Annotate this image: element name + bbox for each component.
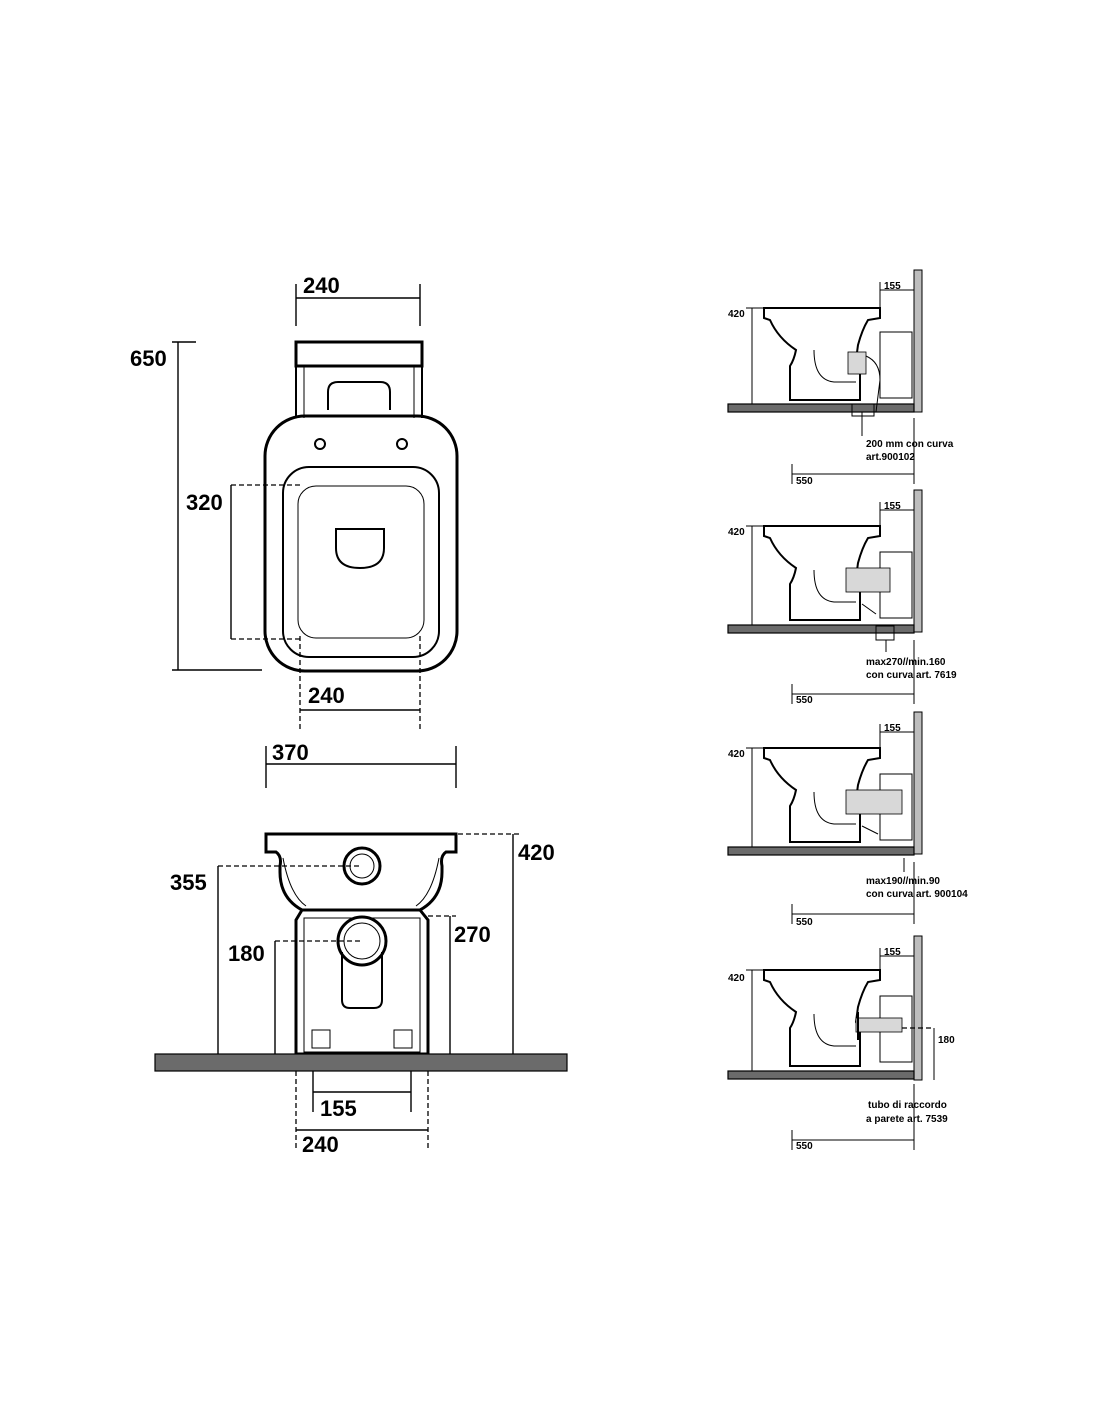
dim-seat-length: 320 <box>186 490 223 515</box>
front-floor <box>154 1053 568 1072</box>
tank-outline <box>294 340 424 368</box>
dim-front-height: 420 <box>518 840 555 865</box>
seat-inner <box>297 485 425 639</box>
drain-hole <box>335 528 385 570</box>
dimension-label: 550 <box>796 695 813 706</box>
dimension-label: 155 <box>884 947 901 958</box>
side-view-3: 420 155 max190//min.90 con curva art. 90… <box>727 711 968 928</box>
dimension-label: 155 <box>884 723 901 734</box>
dimension-label: art.900102 <box>866 452 915 463</box>
dimension-label: 420 <box>728 527 745 538</box>
front-bowl <box>264 832 458 912</box>
dimension-label: 200 mm con curva <box>866 439 954 450</box>
dimension-label: con curva art. 7619 <box>866 670 957 681</box>
dim-base-outer: 240 <box>302 1132 339 1157</box>
dimension-label: 180 <box>938 1035 955 1046</box>
dimension-label: con curva art. 900104 <box>866 889 968 900</box>
seat-outline <box>282 466 440 658</box>
dimension-label: 420 <box>728 749 745 760</box>
dimension-label: max270//min.160 <box>866 657 946 668</box>
dimension-label: 550 <box>796 1141 813 1152</box>
bowl-outline <box>263 414 459 673</box>
dimension-label: 420 <box>728 309 745 320</box>
dimension-label: 420 <box>728 973 745 984</box>
side-view-2: 420 155 max270//min.160 con curva art. 7… <box>727 489 957 706</box>
dimension-label: tubo di raccordo <box>868 1100 947 1111</box>
dim-front-width: 370 <box>272 740 309 765</box>
dim-pedestal-height: 270 <box>454 922 491 947</box>
side-view-4: 180 420 155 tubo di raccordo a parete ar… <box>727 935 955 1152</box>
upper-outlet <box>342 846 382 886</box>
lower-outlet <box>336 915 388 967</box>
dim-bottom-width: 240 <box>308 683 345 708</box>
side-view-1: 420 155 200 mm con curva art.900102 550 <box>727 269 954 487</box>
dim-lower-outlet-height: 180 <box>228 941 265 966</box>
dimension-label: 155 <box>884 281 901 292</box>
dimension-label: 550 <box>796 476 813 487</box>
dimension-label: a parete art. 7539 <box>866 1114 948 1125</box>
dim-base-inner: 155 <box>320 1096 357 1121</box>
dim-total-length: 650 <box>130 346 167 371</box>
front-view: 370 420 355 180 270 <box>154 740 568 1157</box>
dimension-label: 155 <box>884 501 901 512</box>
dim-top-width: 240 <box>303 273 340 298</box>
dimension-label: 550 <box>796 917 813 928</box>
dimension-label: max190//min.90 <box>866 876 940 887</box>
top-view: 240 650 320 240 <box>130 273 459 730</box>
dim-upper-outlet-height: 355 <box>170 870 207 895</box>
front-pedestal <box>294 909 430 1056</box>
